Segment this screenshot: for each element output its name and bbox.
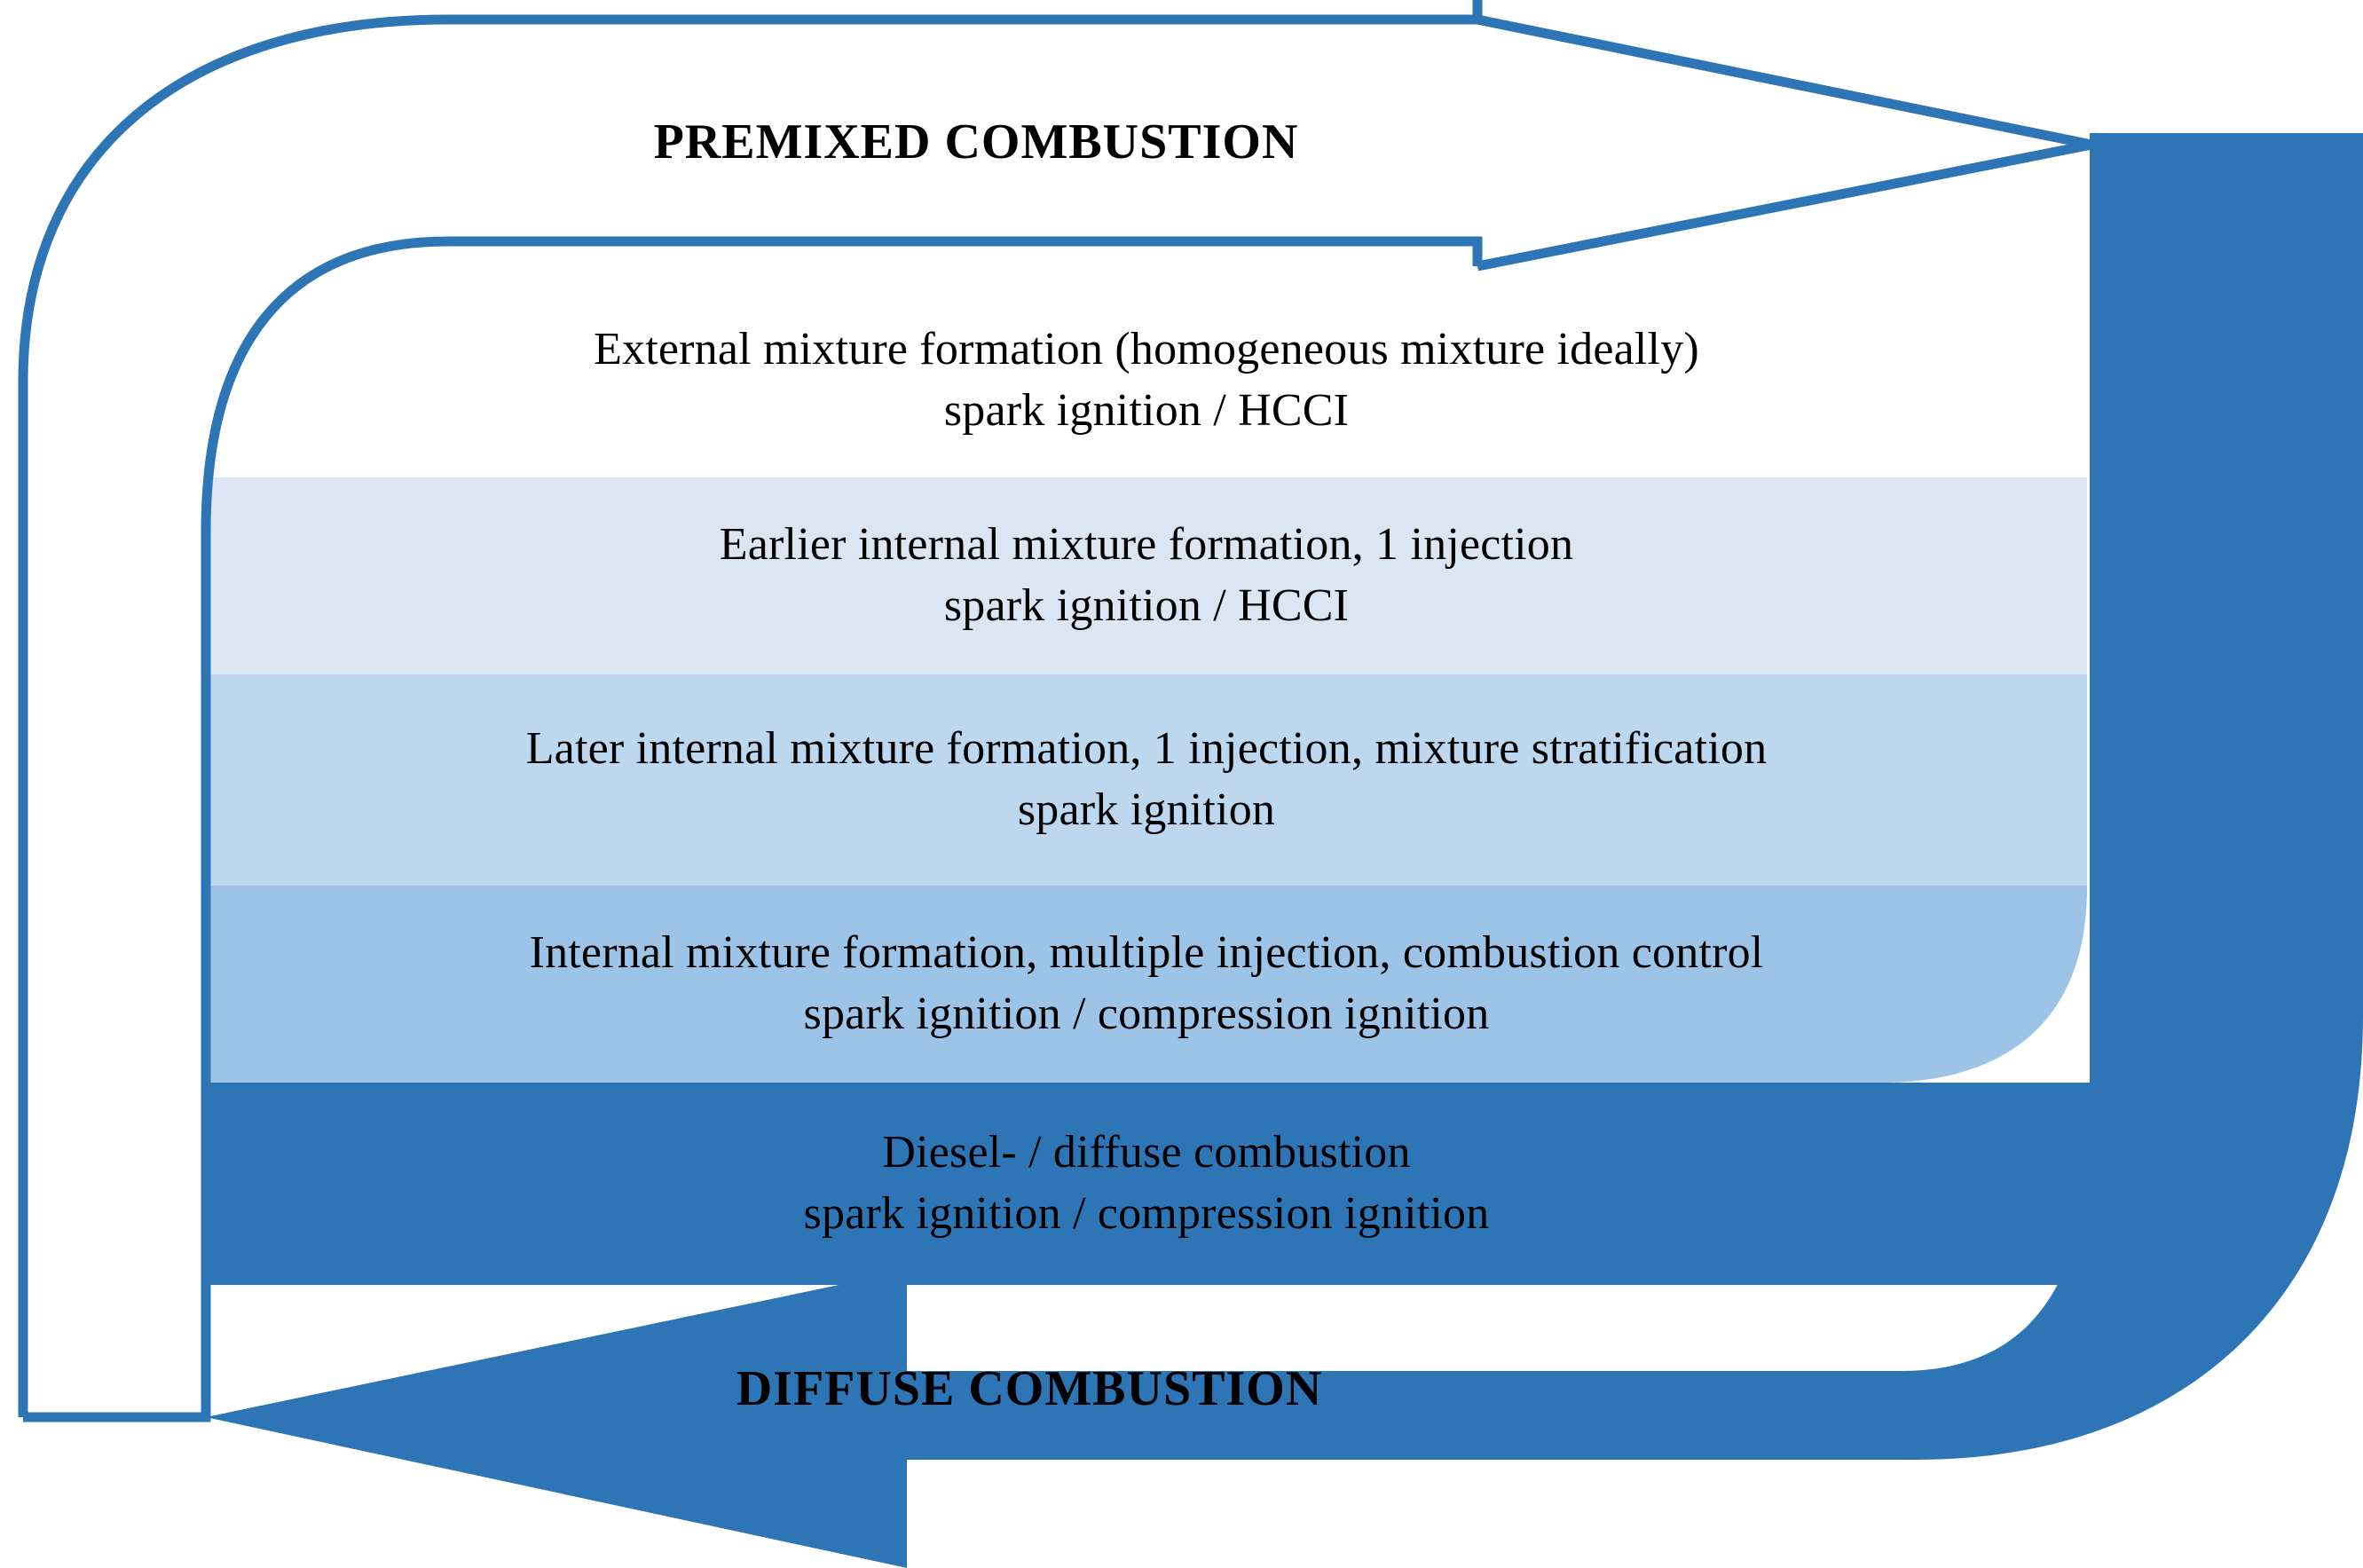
row-diesel-diffuse-combustion: Diesel- / diffuse combustion spark ignit… (206, 1083, 2087, 1285)
diffuse-arrow-body (206, 1083, 2090, 1285)
row-internal-mixture-multiple-injection: Internal mixture formation, multiple inj… (206, 886, 2087, 1083)
row-3-line-2: spark ignition (1017, 784, 1276, 835)
row-earlier-internal-mixture-formation: Earlier internal mixture formation, 1 in… (206, 477, 2087, 674)
row-5-line-1: Diesel- / diffuse combustion (882, 1127, 1411, 1178)
band-stack (206, 282, 2087, 1083)
premixed-arrow-head (1476, 14, 2093, 272)
row-2-line-2: spark ignition / HCCI (943, 580, 1350, 631)
row-1-line-2: spark ignition / HCCI (943, 385, 1350, 436)
band-rect-3 (206, 674, 2087, 886)
row-4-line-2: spark ignition / compression ignition (803, 989, 1490, 1039)
band-rect-4 (206, 886, 2087, 1083)
diffuse-combustion-title-text: DIFFUSE COMBUSTION (736, 1361, 1323, 1416)
premixed-combustion-title-text: PREMIXED COMBUSTION (653, 114, 1299, 169)
band-rect-1 (206, 282, 2087, 477)
row-external-mixture-formation: External mixture formation (homogeneous … (206, 284, 2087, 477)
row-4-line-1: Internal mixture formation, multiple inj… (529, 927, 1764, 979)
premixed-arrow-inner-edge (23, 236, 1483, 1422)
diffuse-arrow-shape (206, 133, 2363, 1568)
premixed-combustion-title: PREMIXED COMBUSTION (444, 106, 1508, 177)
row-1-line-1: External mixture formation (homogeneous … (594, 324, 1699, 375)
row-later-internal-mixture-formation: Later internal mixture formation, 1 inje… (206, 674, 2087, 886)
row-2-line-1: Earlier internal mixture formation, 1 in… (719, 519, 1574, 571)
diffuse-combustion-title: DIFFUSE COMBUSTION (497, 1351, 1562, 1427)
row-5-line-2: spark ignition / compression ignition (803, 1188, 1490, 1239)
band-rect-2 (206, 477, 2087, 674)
premixed-arrow-outer-edge (18, 0, 1483, 1417)
row-3-line-1: Later internal mixture formation, 1 inje… (525, 723, 1768, 775)
